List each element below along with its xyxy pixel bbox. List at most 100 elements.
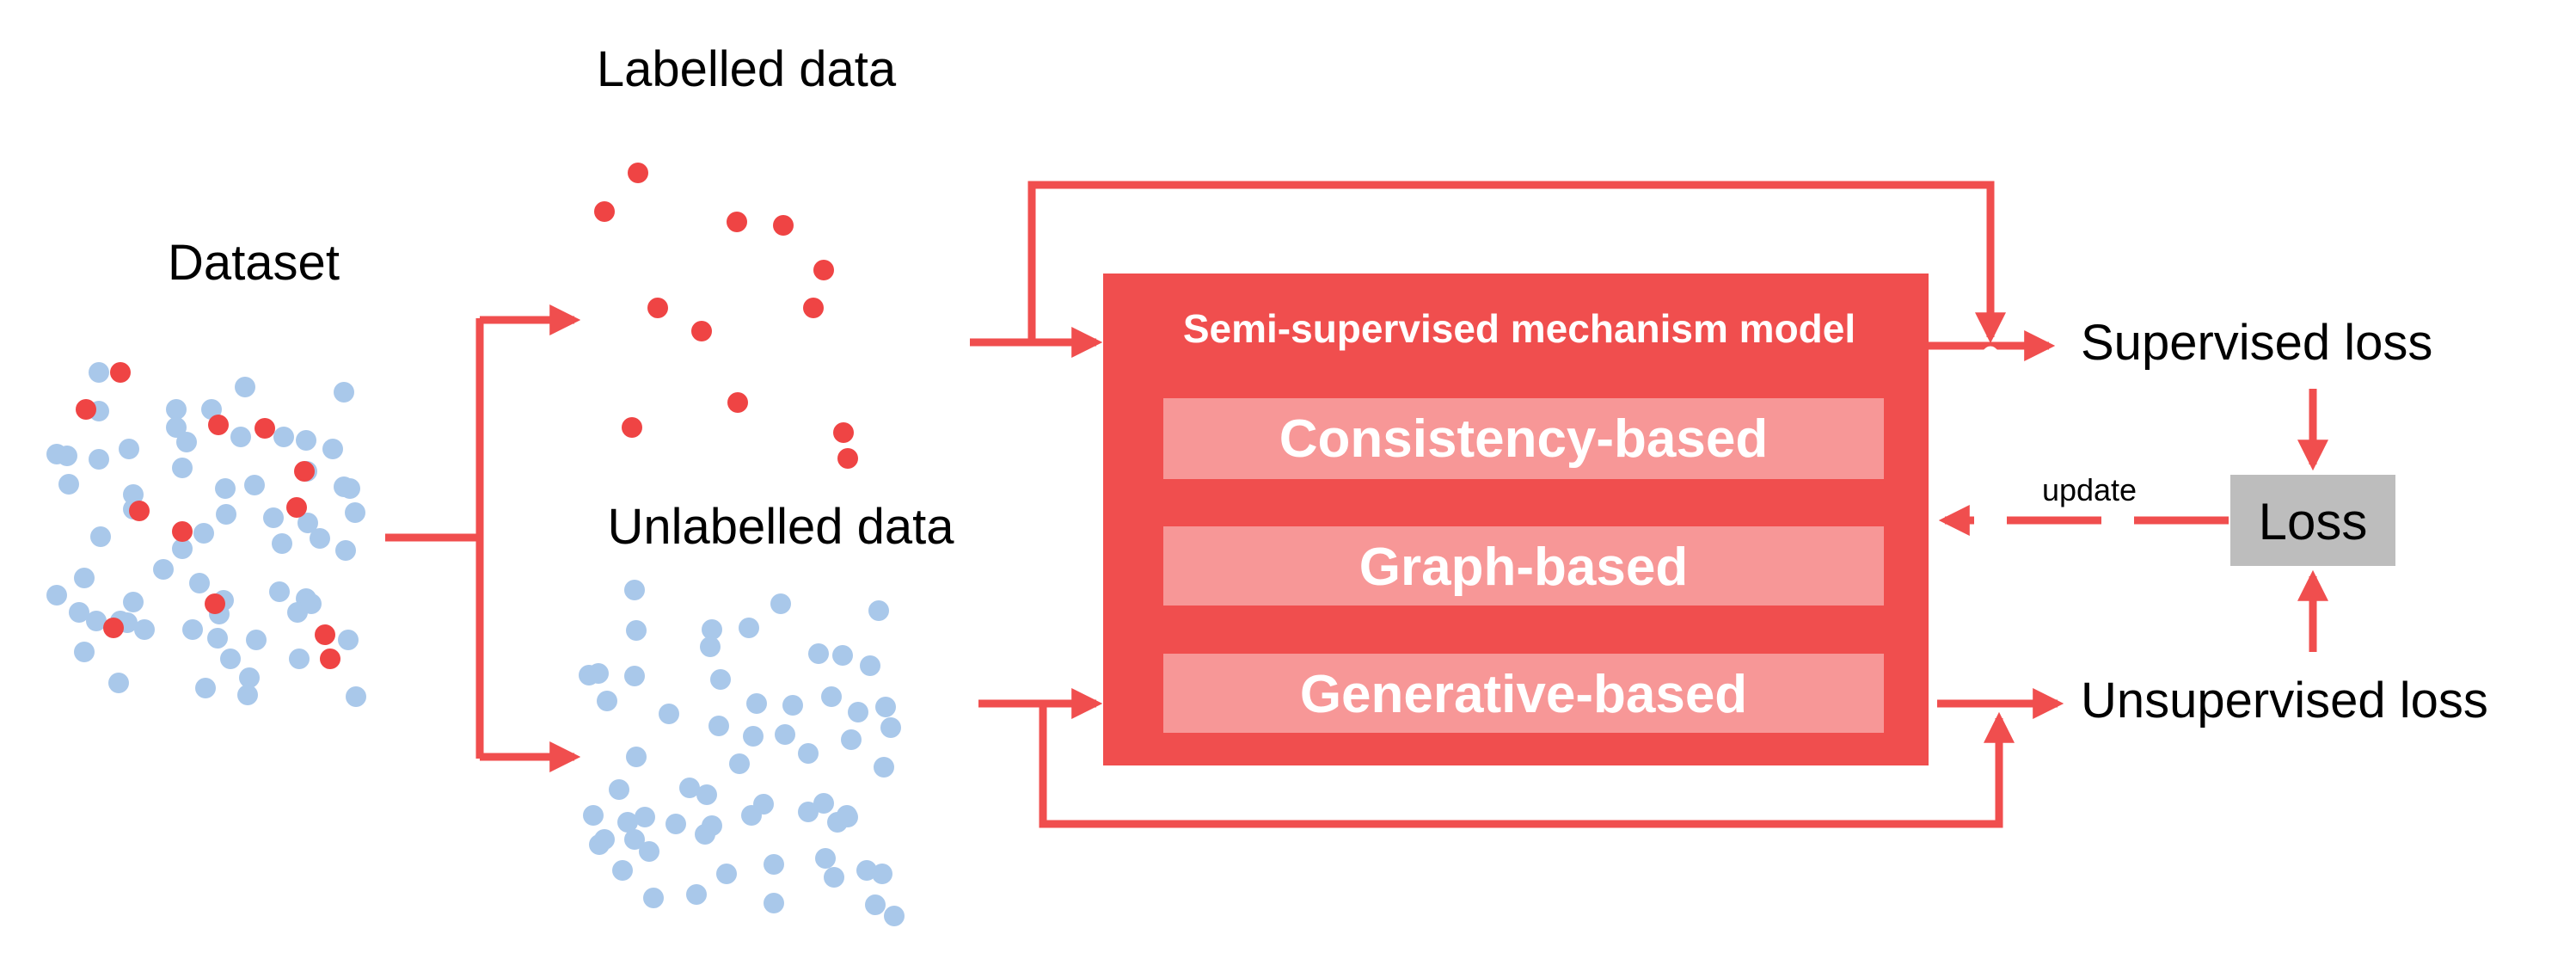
unlabelled-point <box>782 695 803 716</box>
unlabelled-point <box>798 802 819 822</box>
unlabelled-point <box>824 867 844 888</box>
dataset-point <box>134 619 155 640</box>
unlabelled-point <box>875 697 896 717</box>
dataset-point <box>207 628 228 649</box>
model-title: Semi-supervised mechanism model <box>1183 306 1855 351</box>
unlabelled-point <box>860 655 880 676</box>
labelled-point <box>727 212 747 232</box>
unlabelled-point <box>635 807 655 827</box>
dataset-point <box>110 362 131 383</box>
unlabelled-point <box>808 643 829 664</box>
dataset-point <box>294 461 315 482</box>
dataset-point <box>108 673 129 693</box>
unlabelled-point <box>710 669 731 690</box>
dataset-point <box>153 559 174 580</box>
unlabelled-point <box>770 593 791 614</box>
method-label-graph: Graph-based <box>1359 538 1688 597</box>
dataset-point <box>193 523 214 544</box>
dataset-point <box>166 399 187 420</box>
unlabelled-point <box>884 906 905 926</box>
dataset-point <box>172 458 193 478</box>
labelled-point <box>813 260 834 280</box>
labelled-point <box>628 163 648 183</box>
dataset-point <box>345 502 365 523</box>
unlabelled-point <box>626 747 647 767</box>
unlabelled-point <box>872 864 892 884</box>
unlabelled-point <box>588 663 609 684</box>
labelled-point <box>622 417 642 438</box>
unlabelled-point <box>874 757 894 778</box>
dataset-point <box>182 619 203 640</box>
unlabelled-point <box>841 729 862 750</box>
dataset-point <box>334 476 354 497</box>
dataset-point <box>215 478 236 499</box>
unsupervised-flow-arrows <box>978 688 2064 828</box>
dataset-point <box>310 528 330 549</box>
labelled-point <box>803 298 824 318</box>
dataset-point <box>237 685 258 705</box>
unlabelled-point <box>775 724 795 745</box>
unlabelled-point <box>696 784 717 805</box>
unlabelled-point <box>617 812 638 833</box>
unlabelled-point <box>594 829 615 850</box>
unlabelled-point <box>700 636 721 657</box>
unlabelled-point <box>659 704 679 724</box>
unlabelled-point <box>665 814 686 834</box>
dataset-point <box>334 382 354 403</box>
unlabelled-point <box>764 893 784 913</box>
dataset-point <box>123 484 144 505</box>
dataset-point <box>208 415 229 435</box>
unlabelled-point <box>764 854 784 875</box>
unlabelled-data-label: Unlabelled data <box>607 499 954 555</box>
dataset-point <box>76 399 96 420</box>
unlabelled-point <box>624 666 645 686</box>
labelled-point <box>833 422 854 443</box>
dataset-point <box>235 377 255 397</box>
unlabelled-point <box>716 864 737 884</box>
unlabelled-point <box>708 716 729 736</box>
dataset-point <box>119 439 139 459</box>
dataset-point <box>201 399 222 420</box>
unlabelled-point <box>624 829 645 850</box>
dataset-point <box>123 592 144 612</box>
unsupervised-loss-label: Unsupervised loss <box>2081 673 2488 728</box>
update-label: update <box>2042 472 2137 507</box>
unlabelled-point <box>702 619 722 640</box>
dataset-point <box>244 475 265 495</box>
dataset-point <box>216 504 236 525</box>
dataset-point <box>335 540 356 561</box>
unlabelled-point <box>695 824 715 845</box>
dataset-point <box>189 573 210 593</box>
dataset-point <box>89 449 109 470</box>
junction-markers <box>1020 346 2011 699</box>
unlabelled-point <box>643 888 664 908</box>
labelled-data-label: Labelled data <box>597 41 897 97</box>
method-box-generative <box>1163 654 1884 733</box>
loss-label: Loss <box>2259 493 2368 550</box>
labelled-data-scatter <box>594 163 858 469</box>
dataset-point <box>69 602 89 623</box>
dataset-point <box>272 533 292 554</box>
unlabelled-point <box>815 848 836 869</box>
dataset-point <box>338 630 359 650</box>
method-box-graph <box>1163 526 1884 606</box>
labelled-point <box>594 201 615 222</box>
dataset-point <box>57 446 77 466</box>
unlabelled-point <box>626 620 647 641</box>
dataset-point <box>346 686 366 707</box>
supervised-flow-arrows <box>970 181 2056 361</box>
dataset-point <box>322 439 343 459</box>
dataset-point <box>301 593 322 614</box>
split-arrows <box>385 304 581 772</box>
labelled-point <box>773 215 794 236</box>
dataset-point <box>315 624 335 645</box>
unlabelled-point <box>856 860 877 881</box>
dataset-scatter <box>46 362 366 707</box>
unlabelled-point <box>832 645 853 666</box>
unlabelled-point <box>741 805 762 826</box>
method-label-consistency: Consistency-based <box>1279 409 1769 469</box>
dataset-point <box>263 507 284 528</box>
dataset-point <box>255 418 275 439</box>
dataset-point <box>195 678 216 698</box>
